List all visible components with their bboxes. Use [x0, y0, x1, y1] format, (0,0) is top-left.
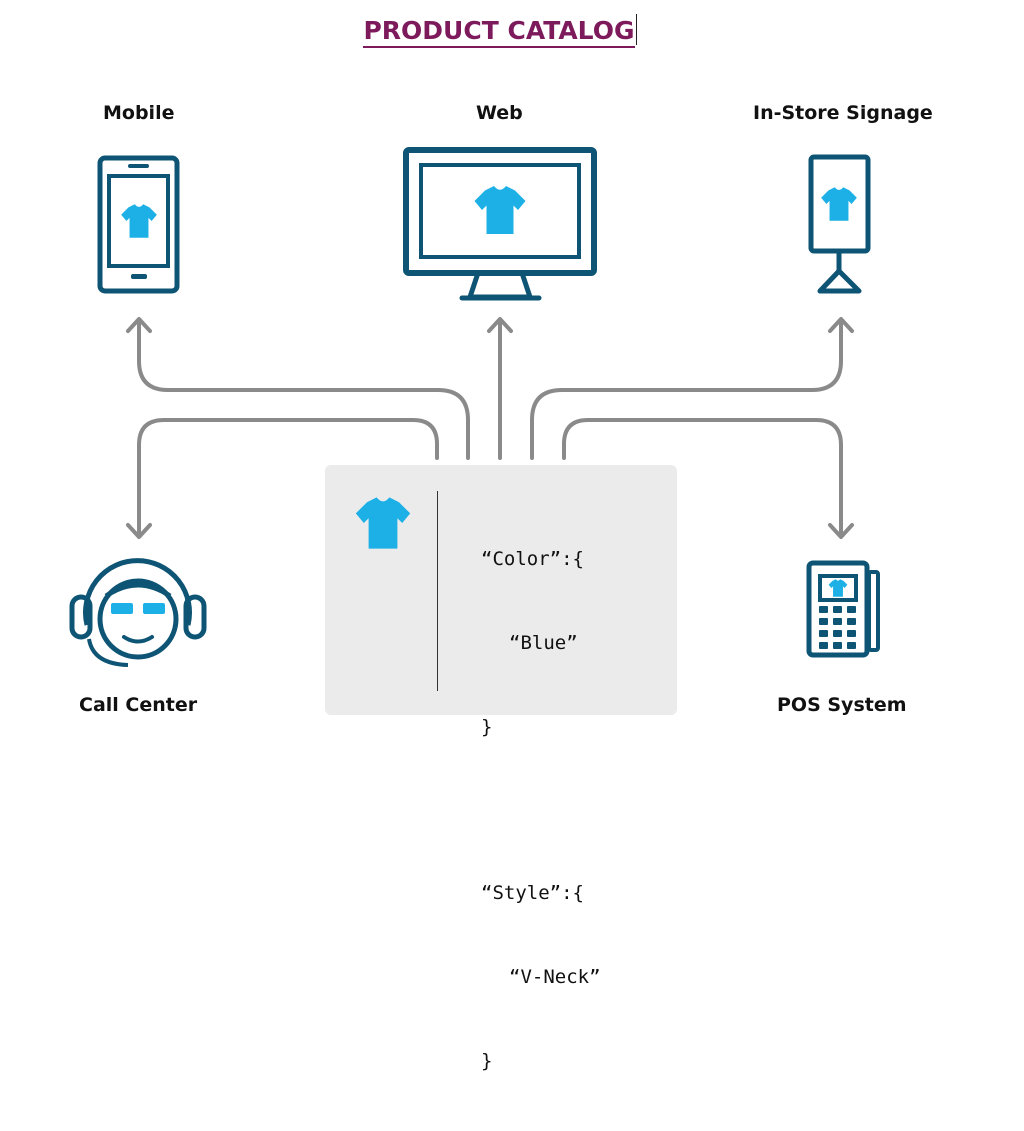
tshirt-icon: [821, 187, 857, 221]
label-pos: POS System: [777, 694, 907, 716]
arrow-to-call-center: [137, 418, 439, 538]
pos-terminal-icon: [806, 560, 880, 658]
text-caret: [635, 14, 637, 45]
json-color-value: “Blue”: [509, 632, 578, 654]
arrow-to-mobile: [137, 318, 470, 460]
tshirt-icon: [474, 186, 526, 234]
tshirt-icon: [828, 579, 848, 597]
arrow-to-signage: [530, 318, 843, 460]
json-style-close: }: [481, 1050, 493, 1072]
json-style-value: “V-Neck”: [509, 966, 601, 988]
digital-signage-icon: [808, 154, 871, 294]
diagram-canvas: [69, 147, 880, 667]
json-style-key: “Style”:{: [481, 882, 584, 904]
monitor-icon: [403, 147, 597, 301]
arrowhead-web: [487, 317, 513, 333]
connector-arrows: [126, 317, 854, 539]
tshirt-icon: [121, 204, 157, 238]
arrowhead-signage: [828, 317, 854, 333]
label-mobile: Mobile: [103, 102, 175, 124]
json-color-key: “Color”:{: [481, 548, 584, 570]
page-title: PRODUCT CATALOG: [0, 14, 1000, 48]
json-color-close: }: [481, 716, 493, 738]
catalog-json-snippet: “Color”:{ “Blue” } “Style”:{ “V-Neck” }: [481, 489, 601, 1131]
card-divider: [437, 491, 438, 691]
title-text: PRODUCT CATALOG: [363, 16, 635, 48]
arrowhead-call-center: [126, 523, 152, 539]
arrowhead-pos: [828, 523, 854, 539]
arrowhead-mobile: [126, 317, 152, 333]
call-center-agent-icon: [69, 558, 207, 667]
label-signage: In-Store Signage: [753, 102, 933, 124]
tshirt-icon: [355, 497, 411, 549]
pos-keypad: [819, 606, 856, 649]
label-call-center: Call Center: [79, 694, 198, 716]
arrow-to-pos: [562, 418, 843, 538]
smartphone-icon: [97, 155, 180, 294]
catalog-record-card: “Color”:{ “Blue” } “Style”:{ “V-Neck” }: [325, 465, 677, 1072]
label-web: Web: [476, 102, 523, 124]
